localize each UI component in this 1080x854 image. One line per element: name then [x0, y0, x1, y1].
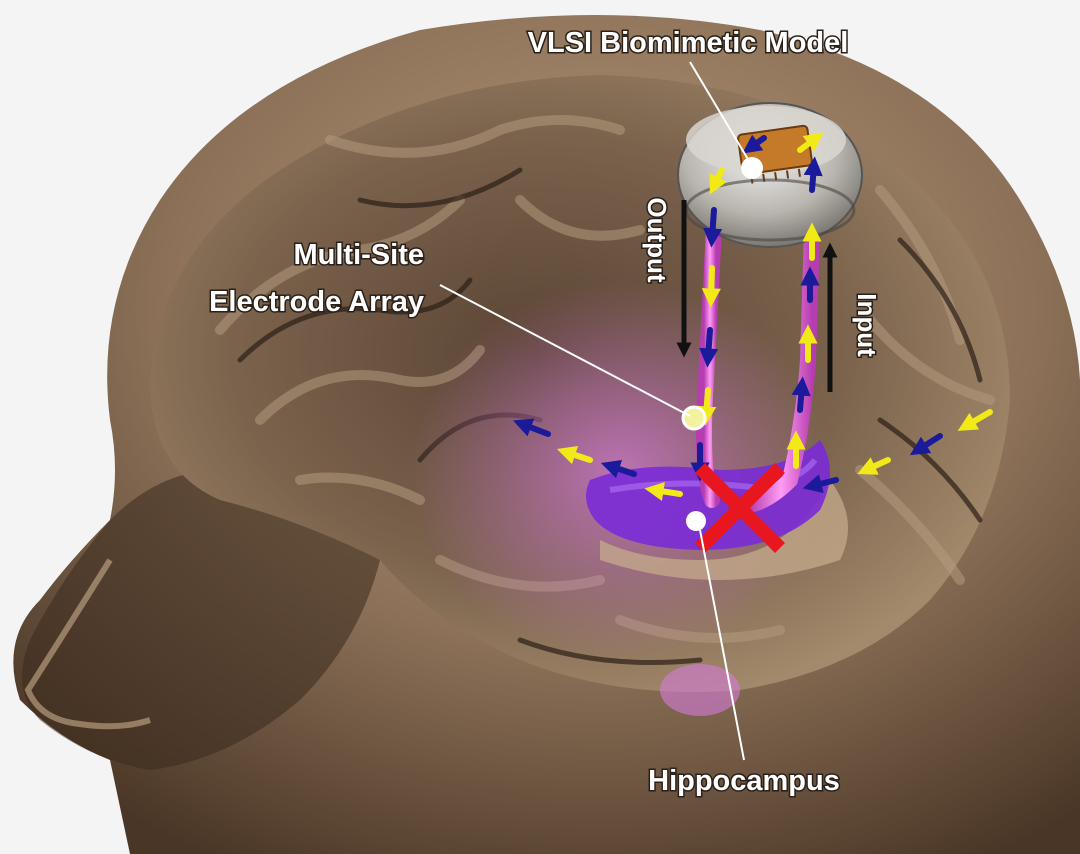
output-pathway-tube — [696, 182, 724, 508]
hippocampus-label: Hippocampus — [648, 765, 840, 797]
device-marker-dot — [741, 157, 763, 179]
output-label: Output — [642, 197, 672, 283]
electrode-dot-icon — [681, 405, 707, 431]
hippocampus-marker-dot — [686, 511, 706, 531]
electrode-array-label-line1: Multi-Site — [294, 239, 425, 271]
red-x-icon — [695, 463, 785, 553]
vlsi-model-label: VLSI Biomimetic Model — [528, 27, 849, 59]
brainstem — [660, 664, 740, 716]
temporal-lobe-rim — [600, 480, 848, 580]
signal-arrows — [513, 132, 993, 501]
nose-ridge — [24, 558, 151, 730]
hippocampus-leader-line — [699, 529, 745, 761]
electrode-leader-line — [439, 284, 691, 417]
vlsi-leader-line — [689, 61, 753, 167]
vlsi-implant-device — [677, 102, 863, 248]
electrode-array-label-line2: Electrode Array — [209, 286, 424, 318]
input-label: Input — [852, 293, 882, 357]
face-shadow — [22, 470, 380, 770]
